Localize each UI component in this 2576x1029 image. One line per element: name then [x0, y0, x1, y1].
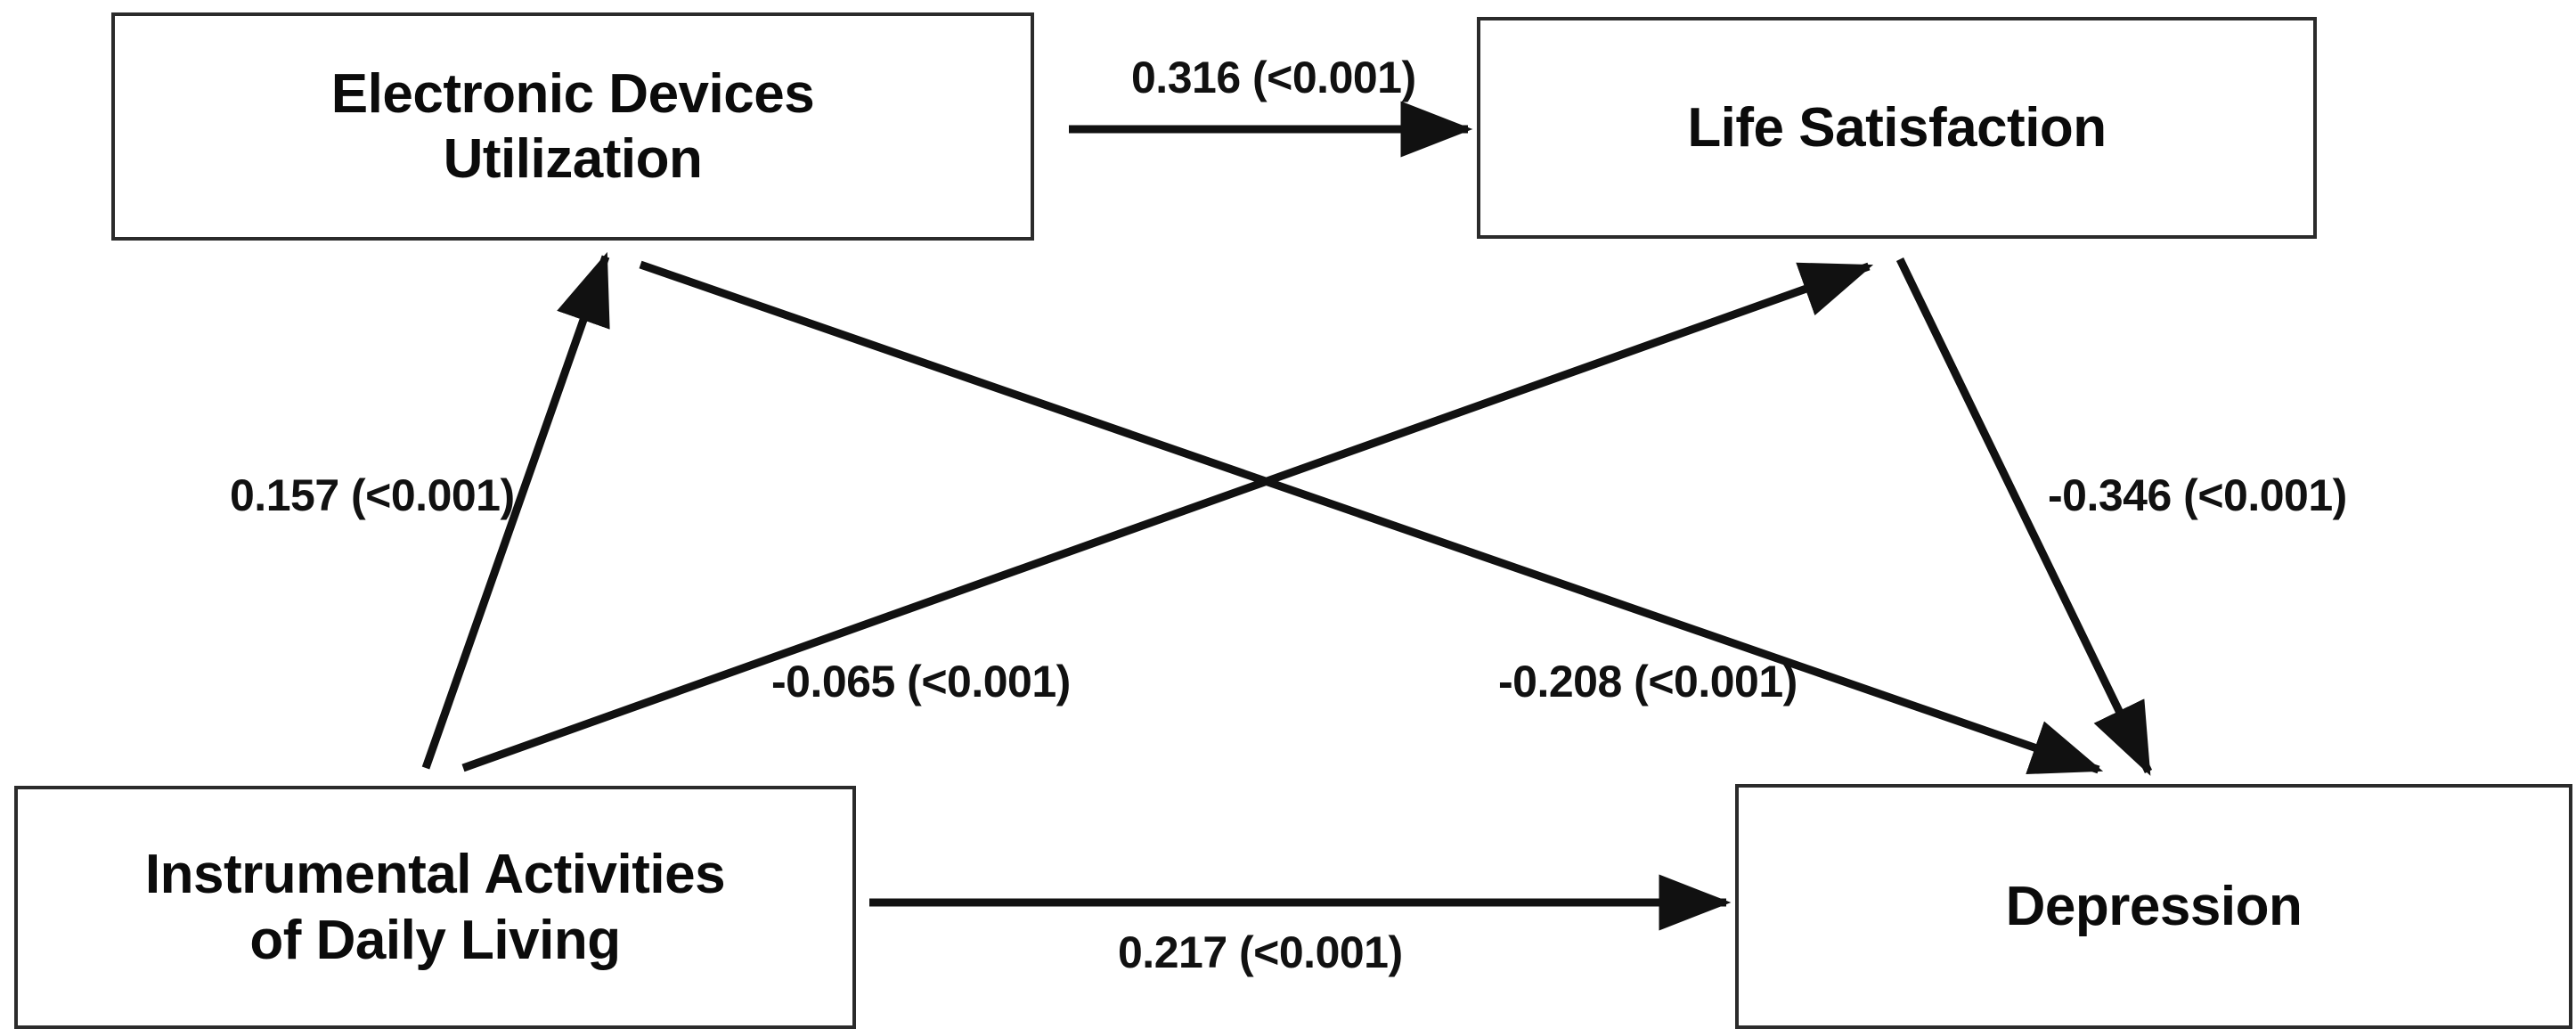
edge-label-iadl-to-dep: 0.217 (<0.001)	[1118, 927, 1403, 977]
node-label: Electronic Devices Utilization	[330, 62, 815, 190]
node-life-satisfaction[interactable]: Life Satisfaction	[1477, 17, 2317, 239]
edge-line-edu-dep	[639, 260, 2104, 775]
node-electronic-devices-utilization[interactable]: Electronic Devices Utilization	[111, 12, 1034, 241]
edge-label-ls-to-dep: -0.346 (<0.001)	[2048, 470, 2347, 520]
node-label: Instrumental Activities of Daily Living	[144, 844, 726, 971]
edge-line-iadl-edu	[421, 251, 610, 770]
edge-line-ls-dep	[1895, 257, 2153, 776]
node-instrumental-activities-of-daily-living[interactable]: Instrumental Activities of Daily Living	[14, 786, 856, 1029]
edge-label-edu-to-dep: -0.208 (<0.001)	[1498, 657, 1797, 706]
edge-line-iadl-ls	[461, 262, 1874, 772]
node-depression[interactable]: Depression	[1735, 784, 2572, 1029]
node-label: Depression	[2005, 875, 2303, 937]
edge-label-iadl-to-ls: -0.065 (<0.001)	[771, 657, 1071, 706]
edge-label-iadl-to-edu: 0.157 (<0.001)	[230, 470, 515, 520]
node-label: Life Satisfaction	[1687, 96, 2107, 159]
edge-label-edu-to-ls: 0.316 (<0.001)	[1131, 53, 1416, 102]
